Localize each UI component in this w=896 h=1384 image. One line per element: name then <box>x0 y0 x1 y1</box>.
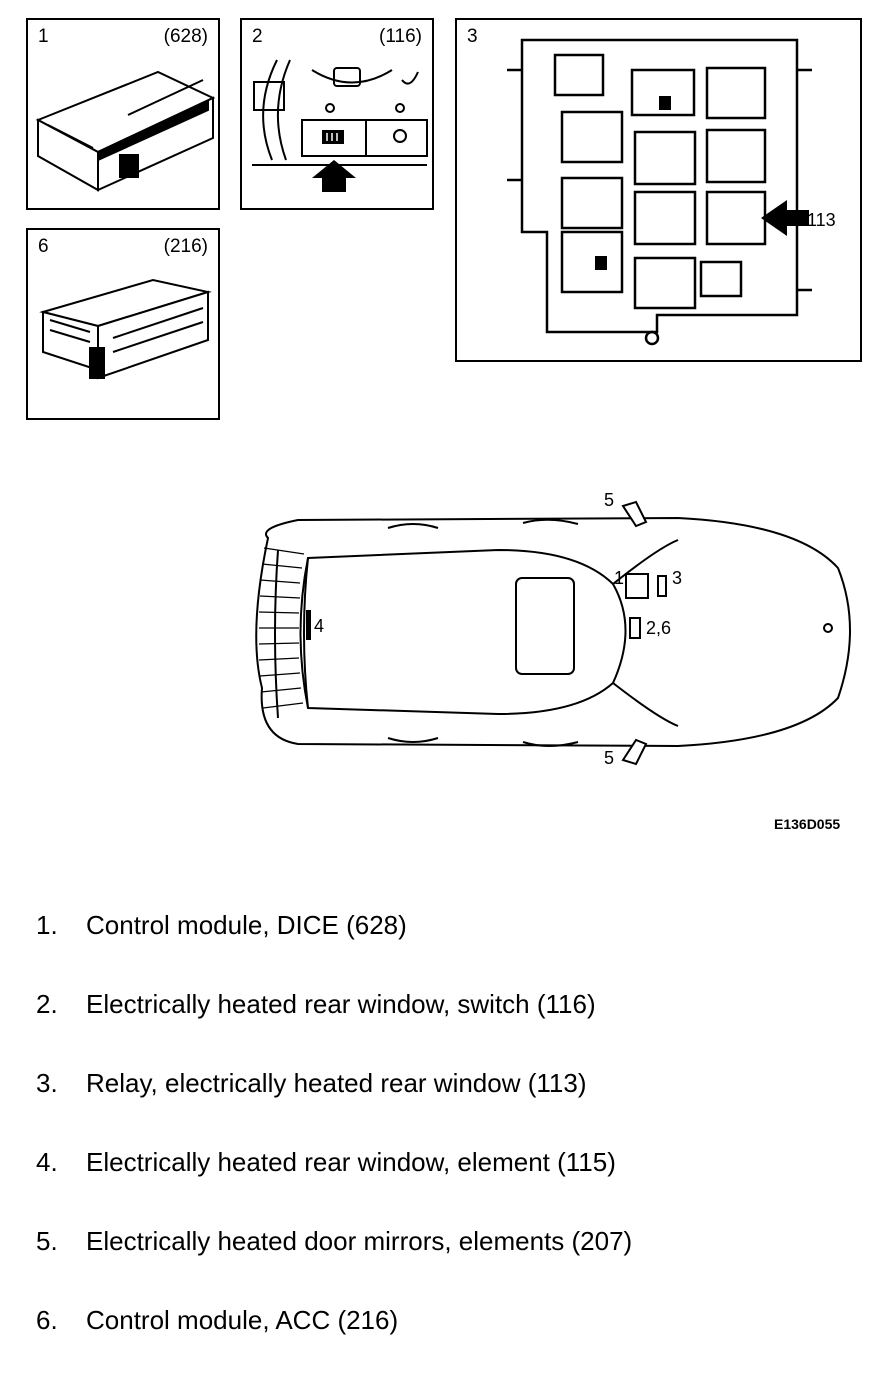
panel-relay-box: 3 113 <box>455 18 862 362</box>
legend-text: Electrically heated door mirrors, elemen… <box>86 1226 633 1256</box>
callout-relay: 3 <box>672 568 683 588</box>
list-item: 5. Electrically heated door mirrors, elem… <box>36 1226 876 1305</box>
legend-text: Control module, ACC (216) <box>86 1305 399 1335</box>
list-item: 1. Control module, DICE (628) <box>36 910 876 989</box>
panel-dice-module: 1 (628) <box>26 18 220 210</box>
legend-list: 1. Control module, DICE (628) 2. Electrica… <box>36 910 876 1384</box>
panel-reference: (116) <box>379 26 422 47</box>
panel-number: 3 <box>467 26 478 47</box>
panel-number: 6 <box>38 236 49 257</box>
relay-callout: 113 <box>807 210 836 230</box>
legend-number: 6. <box>36 1305 58 1335</box>
panel-reference: (216) <box>163 236 208 257</box>
list-item: 2. Electrically heated rear window, switc… <box>36 989 876 1068</box>
panel-acc-module: 6 (216) <box>26 228 220 420</box>
switch-illustration <box>252 59 428 192</box>
list-item: 6. Control module, ACC (216) <box>36 1305 876 1384</box>
panel-number: 1 <box>38 26 49 47</box>
relay-box-illustration <box>507 38 812 346</box>
legend-number: 4. <box>36 1147 58 1177</box>
list-item: 4. Electrically heated rear window, eleme… <box>36 1147 876 1226</box>
legend-number: 3. <box>36 1068 58 1098</box>
car-top-view: 5 5 1 3 2,6 4 <box>238 488 874 778</box>
dice-module-illustration <box>35 70 216 192</box>
callout-rear-window: 4 <box>314 616 325 636</box>
figure-code: E136D055 <box>774 816 841 832</box>
legend-number: 5. <box>36 1226 58 1256</box>
panel-reference: (628) <box>163 26 208 47</box>
legend-text: Control module, DICE (628) <box>86 910 407 940</box>
callout-dice: 1 <box>614 568 625 588</box>
acc-module-illustration <box>39 278 212 380</box>
panel-number: 2 <box>252 26 263 47</box>
legend-number: 1. <box>36 910 58 940</box>
legend-number: 2. <box>36 989 58 1019</box>
legend-text: Relay, electrically heated rear window (… <box>86 1068 587 1098</box>
legend-text: Electrically heated rear window, element… <box>86 1147 616 1177</box>
car-outline <box>255 500 851 766</box>
legend-text: Electrically heated rear window, switch … <box>86 989 596 1019</box>
list-item: 3. Relay, electrically heated rear window… <box>36 1068 876 1147</box>
panel-rear-window-switch: 2 (116) <box>240 18 434 210</box>
callout-mirror-right: 5 <box>604 748 615 768</box>
callout-mirror-left: 5 <box>604 490 615 510</box>
callout-switch-acc: 2,6 <box>646 618 672 638</box>
